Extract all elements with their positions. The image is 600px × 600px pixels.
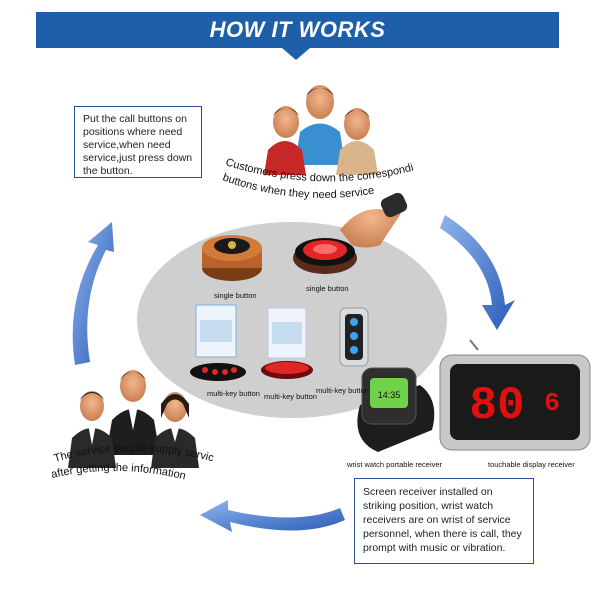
caption-single-button-2: single button: [306, 284, 349, 293]
multi-key-button-3-icon: [339, 307, 369, 367]
multi-key-button-2-icon: [261, 307, 313, 379]
header-banner: HOW IT WORKS: [36, 12, 559, 48]
watch-time-text: 14:35: [378, 390, 401, 400]
flow-arrow-left: [72, 222, 114, 365]
flow-arrow-right: [440, 215, 515, 330]
caption-multi-key-3: multi-key button: [316, 386, 369, 395]
page-title: HOW IT WORKS: [209, 17, 386, 42]
single-button-wood-icon: [202, 235, 262, 281]
single-button-red-icon: [293, 238, 357, 274]
flow-arrow-bottom: [200, 500, 345, 532]
caption-watch-receiver: wrist watch portable receiver: [347, 460, 443, 469]
receiver-note: Screen receiver installed on striking po…: [354, 478, 534, 564]
caption-single-button-1: single button: [214, 291, 257, 300]
service-staff-icon: [68, 370, 199, 468]
place-buttons-note: Put the call buttons on positions where …: [74, 106, 202, 178]
caption-multi-key-1: multi-key button: [207, 389, 260, 398]
display-small-digit: 6: [544, 388, 560, 418]
banner-notch: [282, 48, 310, 60]
hand-icon: [340, 192, 408, 248]
customers-icon: [264, 85, 378, 175]
display-receiver-icon: 80 6: [439, 339, 591, 451]
caption-multi-key-2: multi-key button: [264, 392, 317, 401]
wrist-watch-receiver-icon: 14:35: [357, 367, 435, 452]
multi-key-button-1-icon: [190, 304, 246, 381]
caption-display-receiver: touchable display receiver: [488, 460, 575, 469]
display-number: 80: [469, 380, 524, 432]
